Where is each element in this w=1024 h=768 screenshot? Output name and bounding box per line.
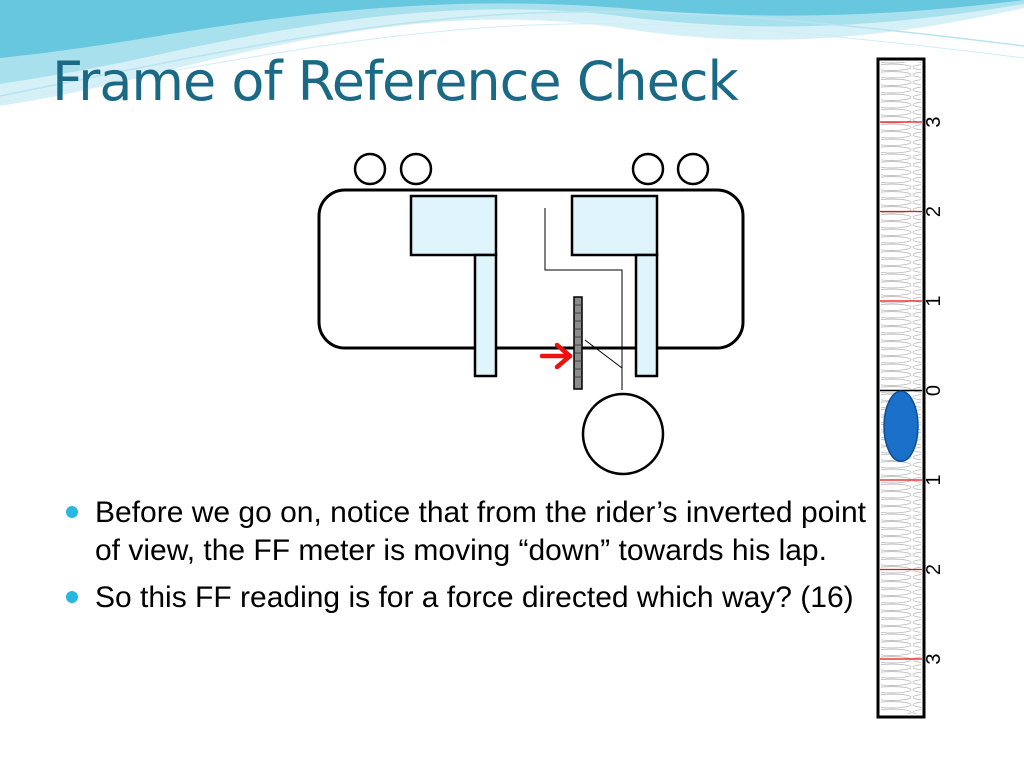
- bullet-text: So this FF reading is for a force direct…: [95, 581, 854, 614]
- meter-label: 0: [923, 385, 945, 396]
- meter-label: 2: [923, 206, 945, 217]
- force-meter: [573, 296, 583, 390]
- header-wave-decoration: [0, 0, 1024, 106]
- seat-leg-left: [473, 253, 498, 378]
- bullet-list: Before we go on, notice that from the ri…: [66, 494, 866, 626]
- meter-reading-marker: [883, 390, 919, 462]
- bullet-dot-icon: [66, 506, 78, 518]
- force-scale-meter: 3 2 1 0 1 2 3: [876, 57, 945, 719]
- rider-head: [353, 152, 387, 186]
- meter-string: [544, 208, 623, 390]
- rider-head: [399, 152, 433, 186]
- hanging-mass: [581, 392, 665, 476]
- seat-leg-right: [634, 253, 659, 378]
- bullet-text: Before we go on, notice that from the ri…: [95, 496, 866, 567]
- ride-car-diagram: [317, 152, 745, 476]
- seat-back-right: [570, 194, 659, 257]
- bullet-item: Before we go on, notice that from the ri…: [66, 494, 866, 570]
- meter-label: 1: [923, 474, 945, 485]
- rider-head: [676, 152, 710, 186]
- red-arrow-icon: [539, 342, 573, 370]
- rider-head: [631, 152, 665, 186]
- meter-label: 2: [923, 564, 945, 575]
- meter-label: 1: [923, 295, 945, 306]
- bullet-item: So this FF reading is for a force direct…: [66, 579, 866, 617]
- meter-string-diagonal: [584, 339, 623, 369]
- meter-label: 3: [923, 653, 945, 664]
- force-meter-ticks: [574, 304, 582, 378]
- slide-title: Frame of Reference Check: [52, 50, 739, 113]
- bullet-dot-icon: [66, 591, 78, 603]
- meter-label: 3: [923, 116, 945, 127]
- car-body: [317, 188, 745, 350]
- seat-back-left: [409, 194, 498, 257]
- meter-spring: [881, 62, 921, 714]
